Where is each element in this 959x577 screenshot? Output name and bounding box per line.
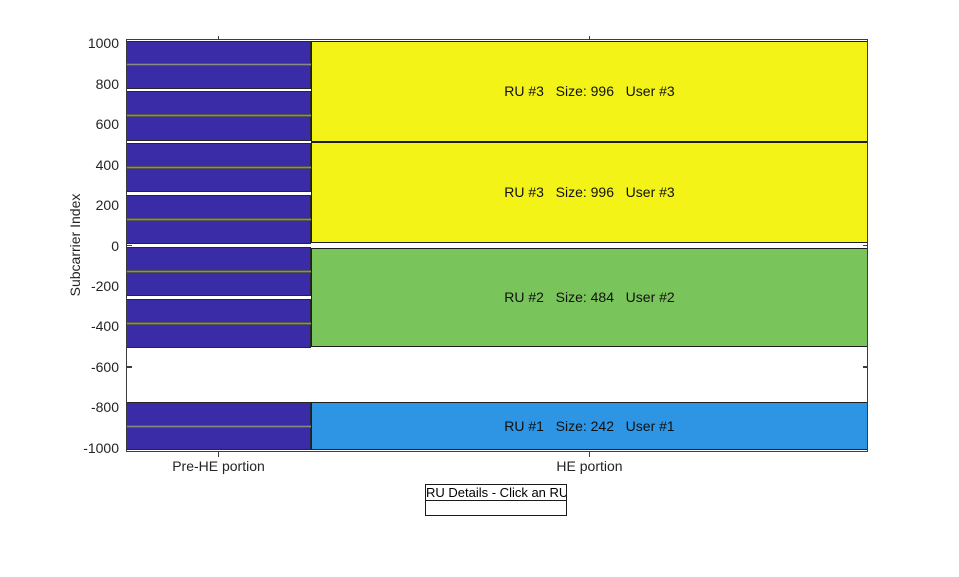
ru-block-label: RU #3 Size: 996 User #3 [504, 184, 675, 201]
ru-block-2[interactable]: RU #2 Size: 484 User #2 [311, 247, 868, 347]
y-tick-mark [126, 366, 132, 368]
ru-details-panel: RU Details - Click an RU [425, 484, 567, 516]
y-tick-label: -400 [90, 318, 119, 335]
ru-block-3[interactable]: RU #3 Size: 996 User #3 [311, 141, 868, 244]
ru-block-1[interactable]: RU #1 Size: 242 User #1 [311, 401, 868, 451]
y-tick-label: -600 [90, 358, 119, 375]
y-tick-mark [862, 244, 868, 247]
prehe-segment-divider [126, 114, 311, 118]
ru-block-label: RU #1 Size: 242 User #1 [504, 418, 675, 435]
prehe-segment-divider [126, 218, 311, 222]
y-tick-label: 600 [95, 116, 119, 133]
x-tick-mark [217, 35, 220, 40]
ru-block-label: RU #3 Size: 996 User #3 [504, 83, 675, 100]
prehe-segment-divider [126, 166, 311, 170]
y-tick-label: 1000 [87, 35, 119, 52]
ru-block-3[interactable]: RU #3 Size: 996 User #3 [311, 40, 868, 142]
y-tick-mark [126, 244, 132, 247]
y-tick-label: 400 [95, 156, 119, 173]
xtick-label-he: HE portion [556, 458, 623, 474]
prehe-segment-divider [126, 62, 311, 66]
plot-area: RU #3 Size: 996 User #3 RU #3 Size: 996 U… [126, 39, 868, 452]
y-tick-mark [862, 366, 868, 368]
y-tick-label: 0 [111, 237, 119, 254]
ru-details-title: RU Details - Click an RU [425, 484, 567, 501]
y-tick-label: -1000 [83, 439, 119, 456]
y-tick-label: 800 [95, 75, 119, 92]
y-tick-label: -200 [90, 277, 119, 294]
x-tick-mark [588, 35, 591, 40]
x-tick-mark [588, 452, 591, 457]
y-tick-label: -800 [90, 399, 119, 416]
prehe-segment-divider [126, 321, 311, 325]
y-tick-label: 200 [95, 197, 119, 213]
prehe-segment-divider [126, 269, 311, 273]
x-tick-mark [217, 452, 220, 457]
ru-block-label: RU #2 Size: 484 User #2 [504, 289, 675, 306]
prehe-segment-divider [126, 425, 311, 429]
ru-details-value [425, 501, 567, 516]
xtick-label-prehe: Pre-HE portion [172, 458, 265, 474]
